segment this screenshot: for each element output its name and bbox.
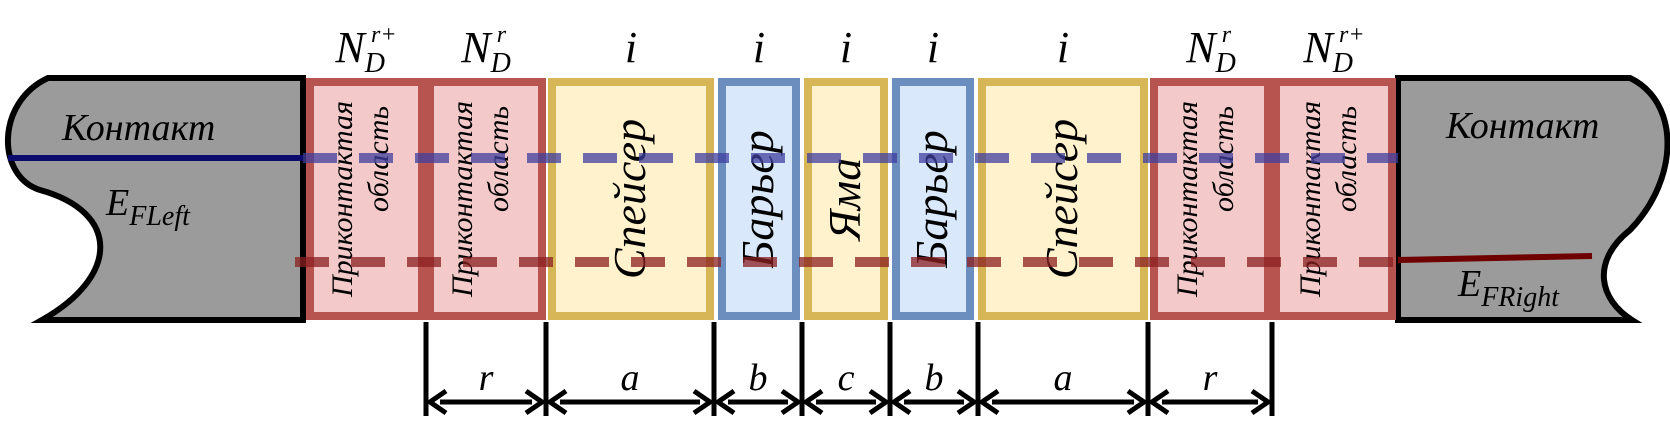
right-fermi-main: E — [1457, 263, 1481, 305]
region-box — [426, 78, 546, 320]
region-name: Приконтактая — [1171, 101, 1204, 298]
doping-sup: r+ — [371, 22, 397, 48]
region-box — [1272, 78, 1396, 320]
region-box — [718, 78, 800, 320]
fermi-level-right-line — [1397, 253, 1593, 263]
doping-sub: D — [490, 48, 511, 79]
dimension-r: r — [1147, 357, 1273, 416]
region-box — [306, 78, 426, 320]
arrowhead-left — [801, 388, 824, 416]
energy-levels — [8, 153, 1593, 267]
arrowhead-right — [692, 388, 715, 416]
doping-sub: D — [364, 48, 385, 79]
doping-main: N — [1302, 23, 1335, 72]
arrowhead-right — [780, 388, 803, 416]
dimension-b: b — [713, 357, 803, 416]
dimension-label: a — [1054, 357, 1073, 399]
region-name: Спейсер — [1036, 119, 1087, 279]
left-contact-body — [5, 75, 306, 323]
region-box — [804, 78, 888, 320]
region-doping-label: i — [1057, 23, 1069, 72]
doping-sup: r+ — [1339, 22, 1365, 48]
arrowhead-right — [868, 388, 891, 416]
left-contact-label: Контакт — [61, 107, 215, 149]
doping-main: N — [1185, 23, 1218, 72]
dimension-a: a — [977, 357, 1149, 416]
left-contact: Контакт EFLeft — [5, 75, 306, 323]
region-doping-label: NDr — [460, 22, 511, 79]
arrowhead-right — [524, 388, 547, 416]
region-name: Яма — [819, 158, 870, 243]
doping-sup: r — [497, 22, 507, 48]
right-fermi-sub: FRight — [1480, 282, 1560, 313]
region-box — [1150, 78, 1272, 320]
region-doping-label: NDr+ — [334, 22, 396, 79]
dimension-b: b — [889, 357, 979, 416]
dimension-label: r — [479, 357, 494, 399]
arrowhead-right — [956, 388, 979, 416]
dimension-r: r — [425, 357, 547, 416]
region-box — [548, 78, 714, 320]
dimension-label: a — [621, 357, 640, 399]
doping-main: N — [460, 23, 493, 72]
region-name: Приконтактая — [446, 101, 479, 298]
right-fermi-label: EFRight — [1457, 263, 1560, 313]
left-fermi-main: E — [105, 182, 129, 224]
dimension-label: c — [838, 357, 855, 399]
doping-main: N — [334, 23, 367, 72]
region-doping-label: NDr — [1185, 22, 1236, 79]
region-name: Барьер — [906, 130, 957, 268]
doping-sub: D — [1215, 48, 1236, 79]
region-name: Приконтактая — [1294, 101, 1327, 298]
right-contact: Контакт EFRight — [1395, 75, 1670, 323]
dimension-label: b — [749, 357, 768, 399]
left-fermi-label: EFLeft — [105, 182, 191, 232]
region-doping-label: i — [753, 23, 765, 72]
dimension-c: c — [801, 357, 891, 416]
left-fermi-sub: FLeft — [128, 201, 191, 232]
region-name: Приконтактая — [326, 101, 359, 298]
arrowhead-right — [1126, 388, 1149, 416]
arrowhead-left — [713, 388, 736, 416]
region-doping-label: i — [840, 23, 852, 72]
dimension-label: b — [925, 357, 944, 399]
doping-sub: D — [1332, 48, 1353, 79]
dimension-a: a — [545, 357, 715, 416]
region-name: Спейсер — [604, 119, 655, 279]
arrowhead-left — [425, 388, 448, 416]
arrowhead-left — [889, 388, 912, 416]
region-name: Барьер — [732, 130, 783, 268]
arrowhead-left — [1147, 388, 1170, 416]
region-n-right-inner: NDrПриконтактаяобласть — [1150, 22, 1272, 320]
regions: NDr+ПриконтактаяобластьNDrПриконтактаяоб… — [306, 22, 1396, 320]
region-doping-label: NDr+ — [1302, 22, 1364, 79]
arrowhead-right — [1250, 388, 1273, 416]
doping-sup: r — [1222, 22, 1232, 48]
region-box — [892, 78, 974, 320]
dimension-label: r — [1203, 357, 1218, 399]
region-n-left-inner: NDrПриконтактаяобласть — [426, 22, 546, 320]
region-doping-label: i — [625, 23, 637, 72]
region-doping-label: i — [927, 23, 939, 72]
region-box — [978, 78, 1148, 320]
arrowhead-left — [545, 388, 568, 416]
arrowhead-left — [977, 388, 1000, 416]
right-contact-label: Контакт — [1445, 105, 1599, 147]
